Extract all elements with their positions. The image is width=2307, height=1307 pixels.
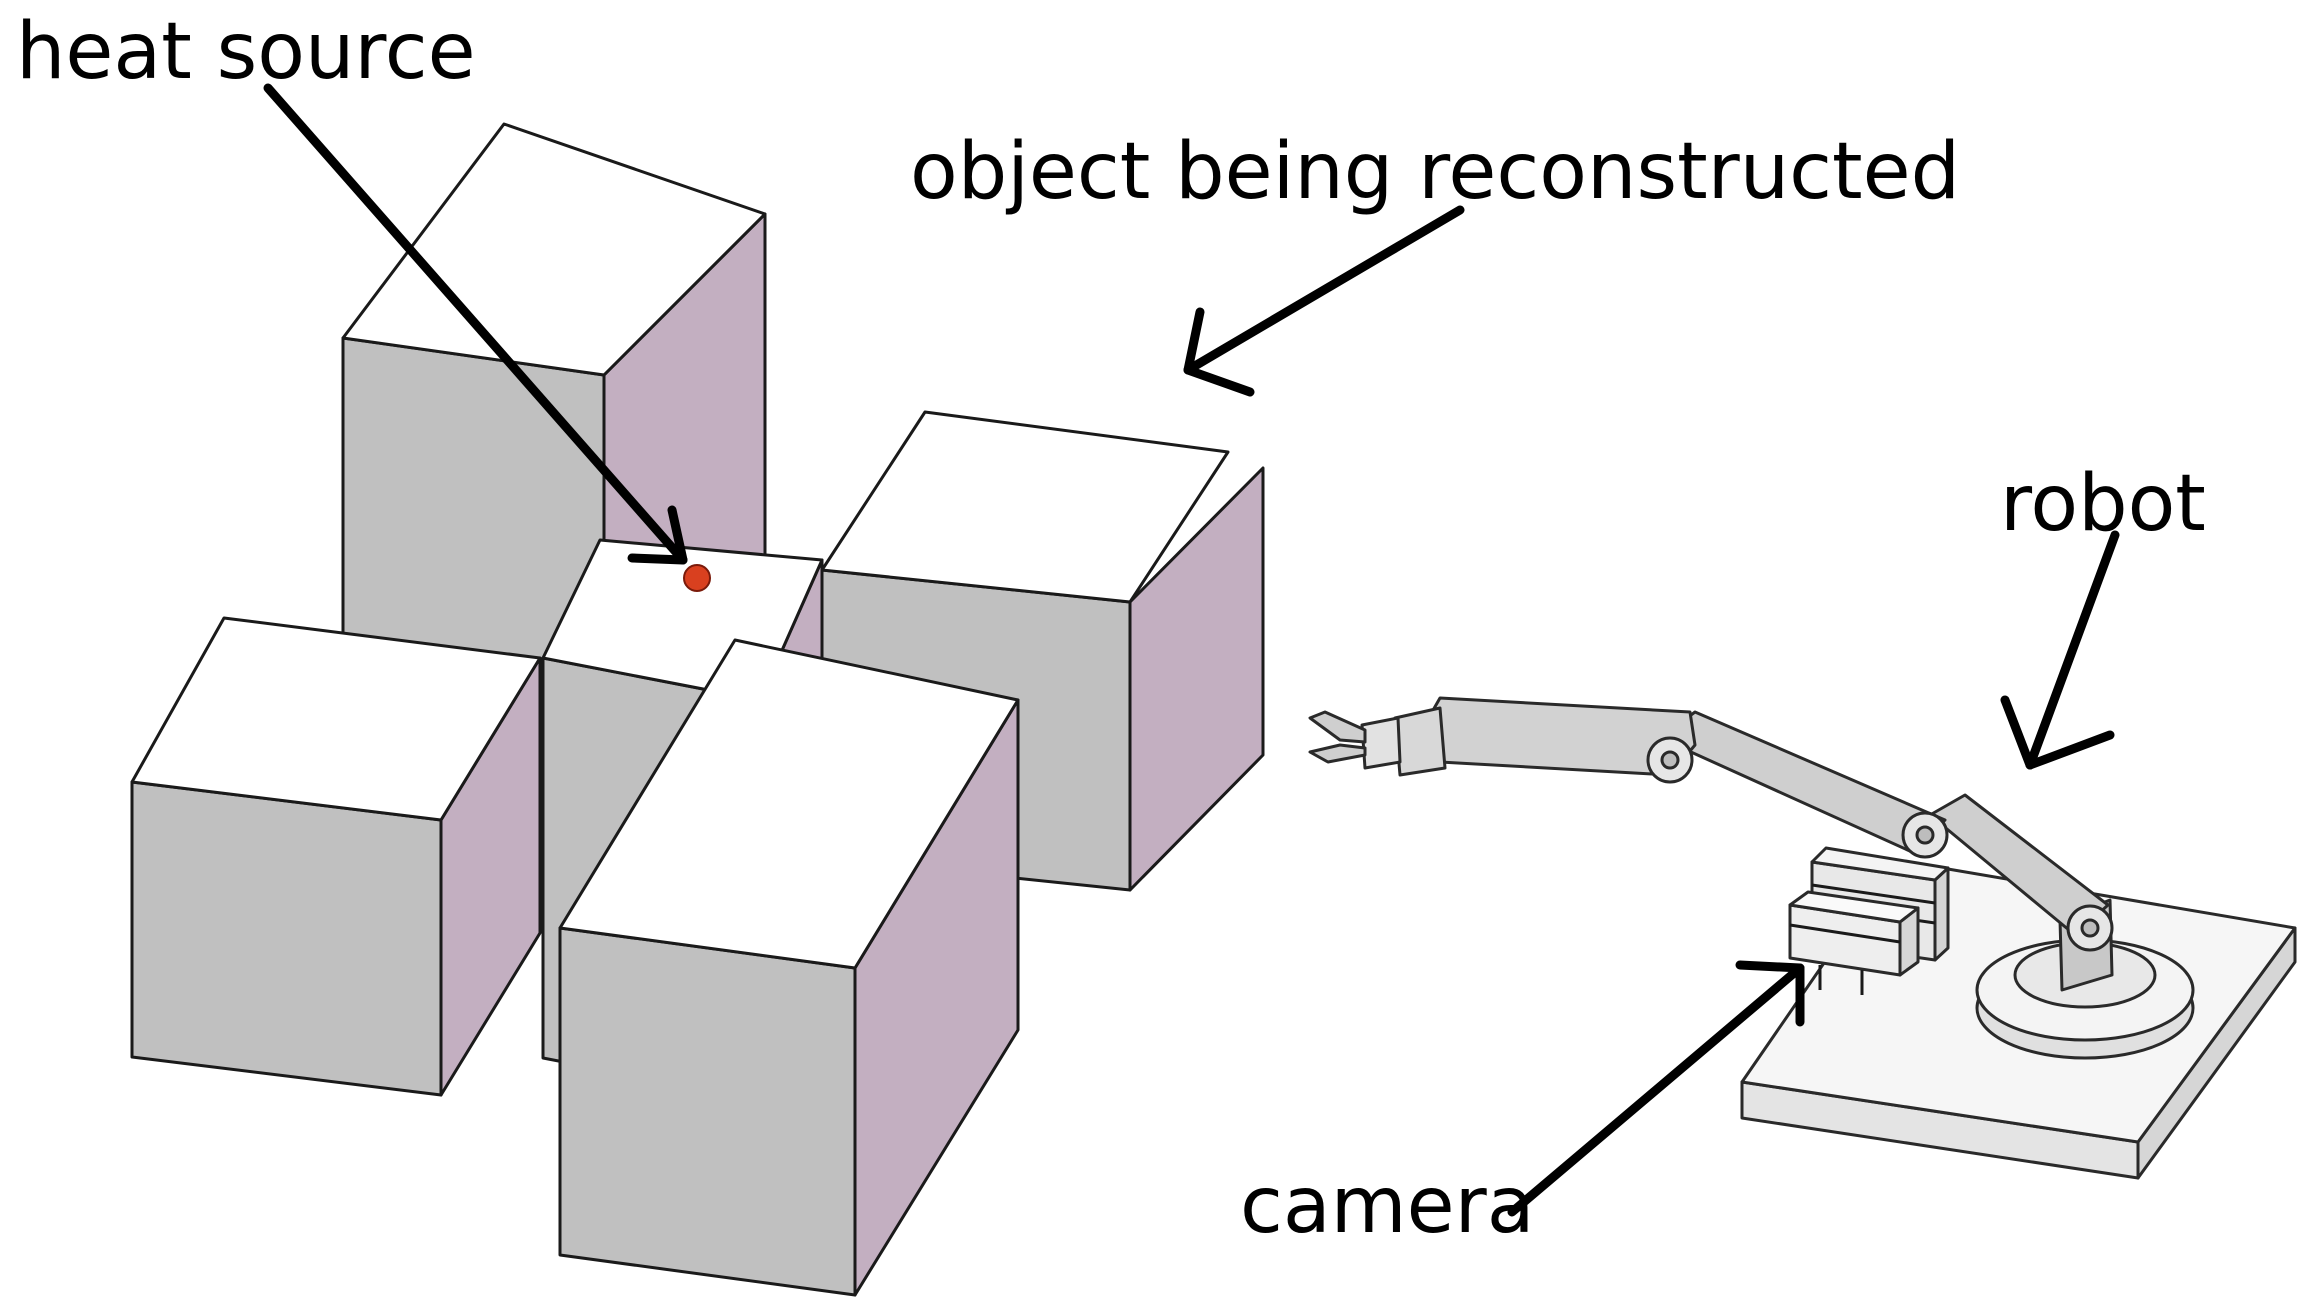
camera-label: camera [1240,1161,1535,1251]
heat-source-arrow [263,83,688,565]
heat-source-dot [683,564,711,592]
camera-arrow [1507,960,1805,1217]
object-label: object being reconstructed [910,127,1960,217]
robot-gripper [1308,710,1402,770]
block-front [558,638,1020,1297]
object-arrow [1183,205,1465,397]
block-left [130,616,542,1097]
robot-turntable [1975,938,2195,1060]
camera-device [1788,846,1950,995]
heat-source-label: heat source [16,7,476,97]
robot-lower-arm [1928,793,2110,937]
robot-arrow [2000,530,2120,770]
robot-label: robot [2000,459,2206,549]
